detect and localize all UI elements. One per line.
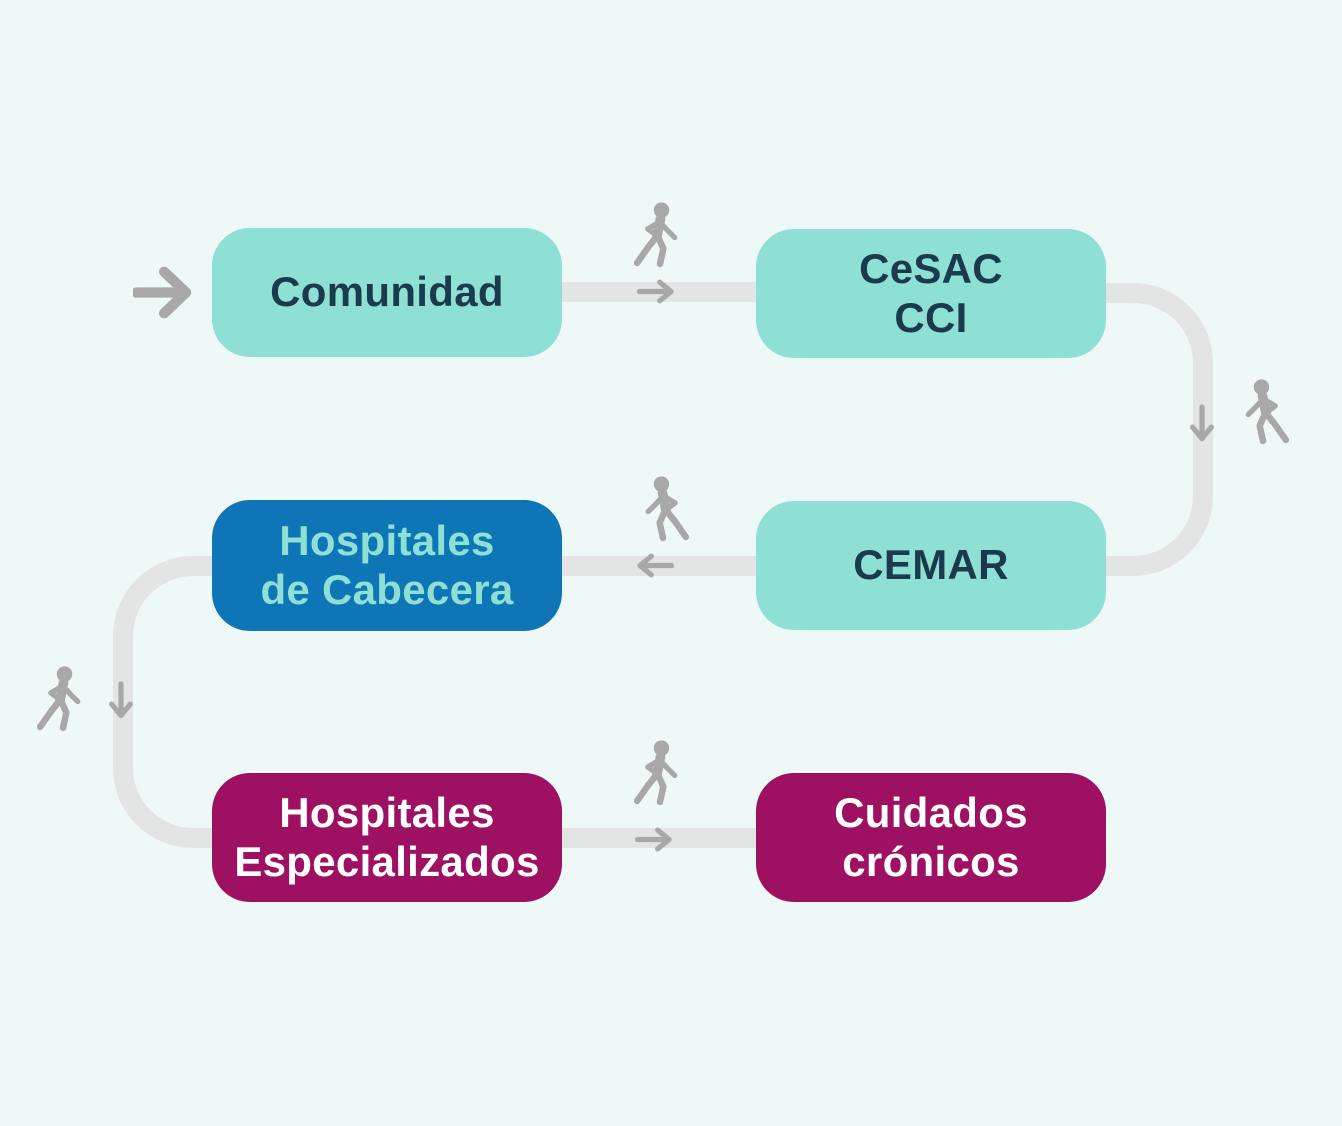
walking-person-icon [1236, 379, 1289, 446]
node-label-line: Cuidados [834, 788, 1028, 836]
node-label-line: CeSAC [859, 244, 1003, 292]
flow-arrow-down-icon [108, 682, 135, 720]
node-label-line: de Cabecera [260, 565, 514, 613]
node-cuidados-cronicos: Cuidados crónicos [756, 773, 1106, 902]
entry-arrow-icon [133, 266, 193, 319]
node-label-line: Comunidad [270, 268, 504, 316]
flow-arrow-down-icon [1189, 405, 1216, 443]
node-cemar: CEMAR [756, 501, 1106, 630]
node-label-line: Hospitales [279, 788, 495, 836]
node-label-line: Hospitales [279, 516, 495, 564]
flow-arrow-right-icon [637, 278, 675, 305]
flow-arrow-right-icon [635, 826, 673, 853]
walking-person-icon [37, 666, 90, 733]
walking-person-icon [634, 202, 687, 269]
node-cesac-cci: CeSAC CCI [756, 229, 1106, 358]
flow-arrow-left-icon [636, 552, 674, 579]
node-label-line: CCI [894, 293, 968, 341]
walking-person-icon [634, 740, 687, 807]
node-hospitales-especializados: Hospitales Especializados [212, 773, 562, 902]
node-hospitales-cabecera: Hospitales de Cabecera [212, 500, 562, 631]
node-comunidad: Comunidad [212, 228, 562, 357]
walking-person-icon [636, 476, 689, 543]
node-label-line: crónicos [842, 837, 1020, 885]
node-label-line: Especializados [234, 837, 540, 885]
node-label-line: CEMAR [853, 541, 1009, 589]
